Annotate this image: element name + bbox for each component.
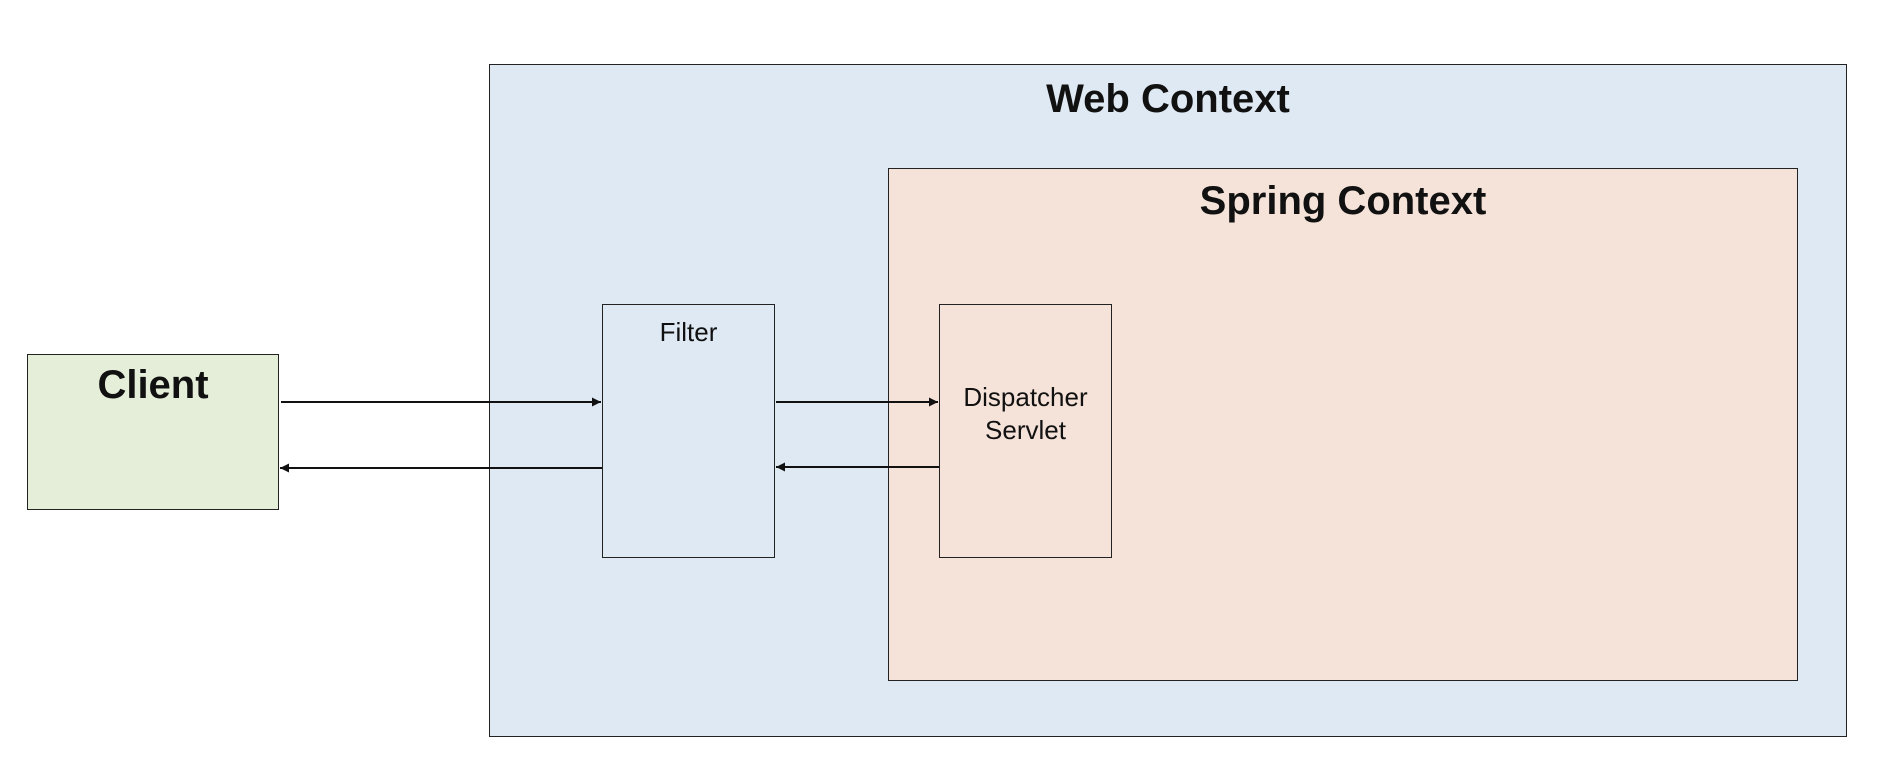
dispatcher-servlet-label: Dispatcher Servlet [940, 381, 1111, 447]
spring-context-title: Spring Context [1199, 179, 1487, 223]
web-context-title: Web Context [1046, 77, 1290, 121]
filter-node: Filter [602, 304, 775, 558]
dispatcher-servlet-label-line1: Dispatcher [963, 382, 1088, 412]
dispatcher-servlet-node: Dispatcher Servlet [939, 304, 1112, 558]
filter-label: Filter [659, 317, 718, 347]
client-node: Client [27, 354, 279, 510]
dispatcher-servlet-label-line2: Servlet [985, 415, 1066, 445]
client-label: Client [97, 363, 209, 407]
